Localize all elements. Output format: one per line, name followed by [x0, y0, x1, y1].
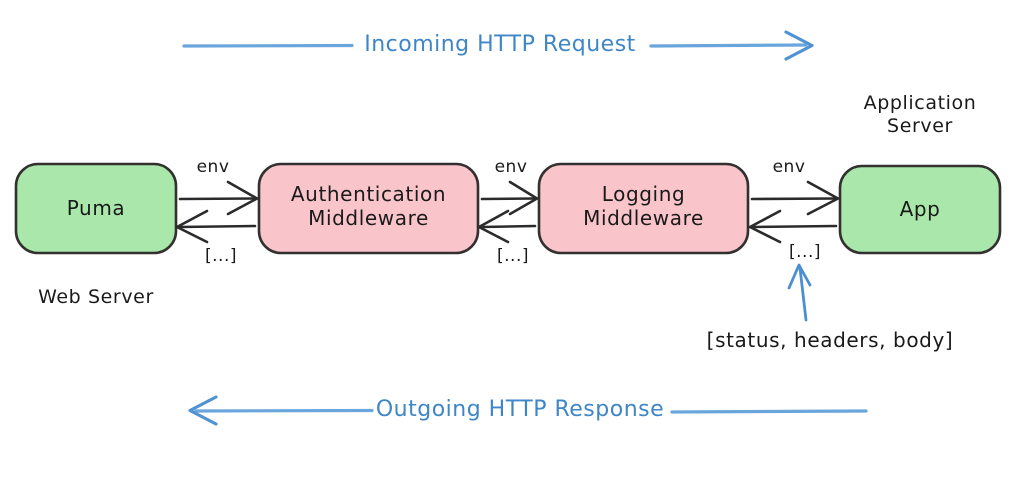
node-puma-box[interactable]	[14, 162, 178, 255]
edge-auth-logging	[477, 180, 539, 244]
arrowhead-left-icon	[175, 209, 209, 244]
annotation-arrow	[787, 263, 812, 322]
arrowhead-left-icon	[477, 209, 510, 244]
arrowhead-right-icon	[784, 30, 814, 61]
arrowhead-left-icon	[188, 395, 218, 426]
arrowhead-right-icon	[226, 180, 259, 216]
arrowhead-right-icon	[806, 180, 840, 216]
arrowhead-up-icon	[787, 263, 812, 290]
edge-puma-auth	[175, 180, 259, 244]
node-app-box[interactable]	[838, 164, 1002, 255]
arrowhead-right-icon	[508, 180, 539, 216]
node-auth-box[interactable]	[257, 162, 480, 255]
arrowhead-left-icon	[748, 209, 782, 244]
node-logging-box[interactable]	[537, 162, 750, 255]
outgoing-flow-arrow	[188, 395, 868, 426]
edge-logging-app	[748, 180, 840, 244]
incoming-flow-arrow	[182, 30, 814, 61]
